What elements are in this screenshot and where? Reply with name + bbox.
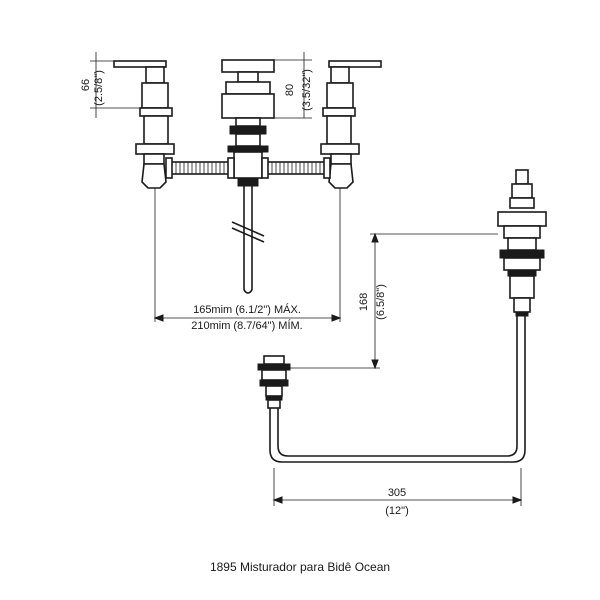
center-height-imperial: (3.5/32"): [301, 69, 313, 111]
dimension-center-height: 80 (3.5/32"): [274, 52, 313, 119]
flexible-hose-left: [165, 157, 235, 179]
drain-linkage-tube: [269, 316, 526, 463]
dimension-valve-spacing: 165mim (6.1/2") MÁX. 210mim (8.7/64") MÍ…: [153, 188, 342, 332]
dimension-vertical-drop: 168 (6.5/8"): [290, 232, 498, 370]
right-handle-assembly: [320, 60, 382, 189]
center-height-value: 80: [284, 84, 296, 96]
horizontal-run-imperial: (12"): [385, 505, 408, 517]
vertical-drop-imperial: (6.5/8"): [375, 284, 387, 320]
drain-control-assembly: [497, 169, 547, 317]
spacing-min-label: 210mim (8.7/64") MÍM.: [191, 319, 303, 332]
popup-drain-fitting: [257, 355, 291, 409]
flexible-hose-right: [261, 157, 331, 179]
spacing-max-label: 165mim (6.1/2") MÁX.: [193, 303, 301, 316]
drain-pipe: [231, 186, 265, 294]
dimension-handle-height: 66 (2.5/8"): [80, 52, 140, 118]
center-diverter-assembly: [221, 59, 275, 187]
left-handle-assembly: [113, 60, 175, 189]
figure-caption: 1895 Misturador para Bidê Ocean: [210, 560, 390, 574]
vertical-drop-value: 168: [358, 293, 370, 311]
horizontal-run-value: 305: [388, 487, 406, 499]
handle-height-imperial: (2.5/8"): [93, 70, 105, 106]
dimension-horizontal-run: 305 (12"): [272, 468, 523, 517]
handle-height-value: 66: [80, 79, 92, 91]
